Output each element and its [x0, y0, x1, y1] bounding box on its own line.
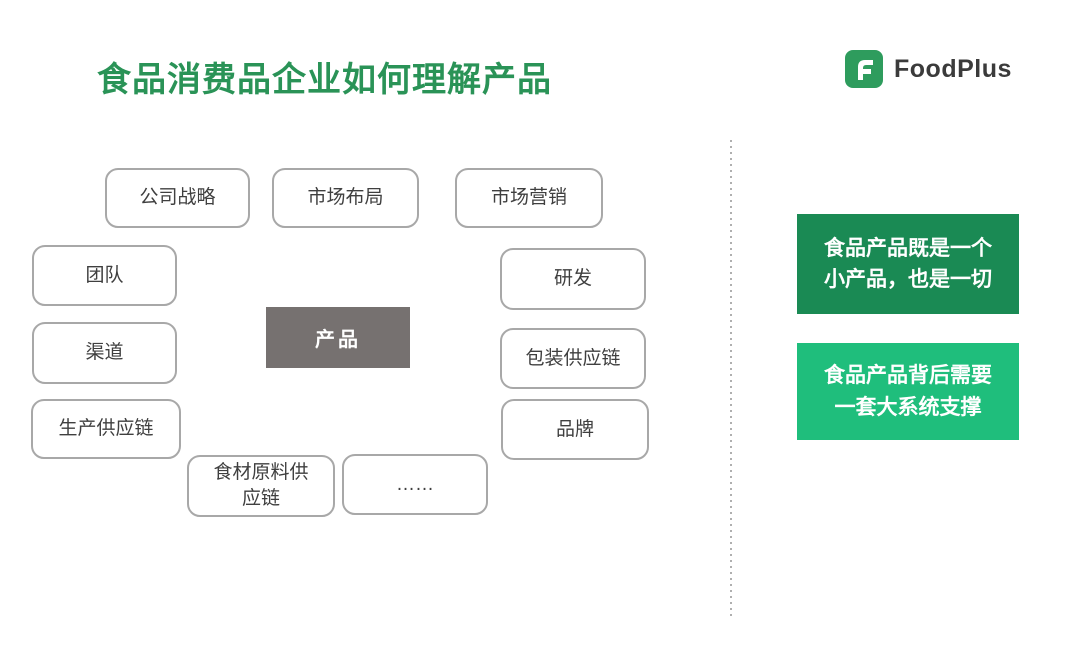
diagram-node-production-supply: 生产供应链 [31, 399, 181, 459]
diagram-center-product: 产品 [266, 307, 410, 368]
callout-card-dark: 食品产品既是一个 小产品，也是一切 [797, 214, 1019, 314]
diagram-node-ingredient-supply: 食材原料供 应链 [187, 455, 335, 517]
diagram-node-market-layout: 市场布局 [272, 168, 419, 228]
brand-name: FoodPlus [894, 54, 1012, 83]
brand-logo: FoodPlus [845, 50, 1012, 88]
page-title: 食品消费品企业如何理解产品 [97, 61, 552, 99]
callout-card-light: 食品产品背后需要 一套大系统支撑 [797, 343, 1019, 440]
diagram-node-brand: 品牌 [501, 399, 649, 460]
diagram-node-channels: 渠道 [32, 322, 177, 384]
dotted-divider [730, 140, 732, 618]
diagram-node-company-strategy: 公司战略 [105, 168, 250, 228]
diagram-node-rnd: 研发 [500, 248, 646, 310]
diagram-node-team: 团队 [32, 245, 177, 306]
foodplus-f-icon [845, 50, 883, 88]
diagram-node-marketing: 市场营销 [455, 168, 603, 228]
diagram-node-ellipsis: …… [342, 454, 488, 515]
diagram-node-packaging-supply: 包装供应链 [500, 328, 646, 389]
